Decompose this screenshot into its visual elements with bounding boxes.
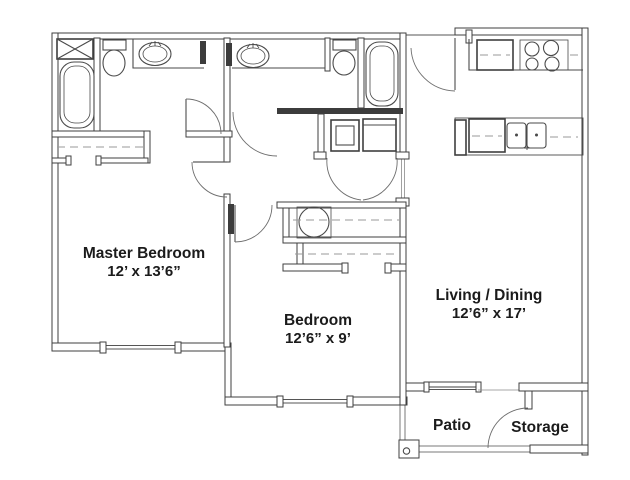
laundry-closet xyxy=(330,118,397,152)
laundry-washer xyxy=(330,119,360,152)
hall-closets xyxy=(57,146,399,255)
bath2-vanity-sink xyxy=(232,43,325,69)
water-heater xyxy=(296,206,332,239)
room-labels: Master Bedroom 12’ x 13’6” Bedroom 12’6”… xyxy=(83,245,569,436)
bathroom2-door xyxy=(232,111,278,157)
master-bedroom-dimensions: 12’ x 13’6” xyxy=(107,263,180,280)
kitchen xyxy=(454,39,584,156)
patio-label: Patio xyxy=(433,417,471,434)
bath2-toilet xyxy=(332,39,357,76)
kitchen-peninsula xyxy=(454,117,584,156)
washer-dryer-x-closet xyxy=(56,38,94,60)
exterior-walls xyxy=(51,27,589,456)
bedroom-window xyxy=(276,395,354,408)
living-dining-dimensions: 12’6” x 17’ xyxy=(452,305,526,322)
sliding-glass-door xyxy=(423,381,482,393)
range-burners xyxy=(519,39,569,72)
bedroom-label: Bedroom xyxy=(284,312,352,329)
refrigerator xyxy=(476,39,514,71)
living-dining-label: Living / Dining xyxy=(436,287,543,304)
master-bedroom-door xyxy=(191,161,228,198)
door-swings xyxy=(185,38,456,243)
bedroom-door xyxy=(234,204,273,243)
bath2-bathtub xyxy=(365,41,399,107)
master-bedroom-window xyxy=(99,341,182,354)
master-bathtub xyxy=(59,61,95,129)
entry-door xyxy=(410,38,456,92)
bathroom-2 xyxy=(232,39,399,107)
master-bedroom-label: Master Bedroom xyxy=(83,245,205,262)
master-vanity-sink xyxy=(132,39,204,69)
master-bath-door xyxy=(185,98,222,135)
kitchen-double-sink xyxy=(506,122,547,150)
interior-walls xyxy=(51,32,410,406)
storage-door-swing xyxy=(487,407,529,449)
laundry-dryer xyxy=(362,118,397,152)
hall-cased-opening xyxy=(395,151,410,207)
patio-post-anchor xyxy=(402,447,411,455)
faucet-icon xyxy=(524,144,530,150)
storage-structure xyxy=(487,390,589,454)
patio-bottom-rail xyxy=(416,445,537,453)
master-bathroom xyxy=(56,38,204,129)
storage-label: Storage xyxy=(511,419,569,436)
bedroom-dimensions: 12’6” x 9’ xyxy=(285,330,351,347)
master-toilet xyxy=(102,39,127,77)
dishwasher xyxy=(468,118,506,153)
laundry-double-doors xyxy=(326,157,398,201)
